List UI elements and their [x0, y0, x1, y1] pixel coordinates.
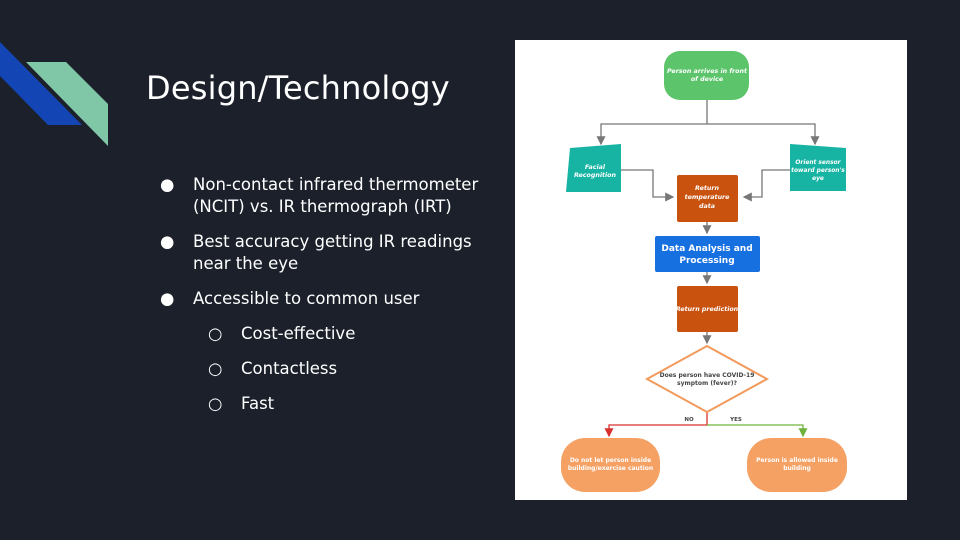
svg-text:NO: NO: [684, 417, 694, 423]
bullet-item: ● Best accuracy getting IR readings near…: [160, 231, 490, 275]
start-node-label: Person arrives in front: [667, 67, 748, 75]
deny-entry-label: Do not let person inside: [570, 457, 651, 464]
data-analysis-node: [655, 236, 760, 272]
return-temperature-node: [677, 175, 738, 222]
sub-bullet-item: ○ Fast: [160, 393, 490, 415]
connector-no-branch: [604, 412, 708, 438]
start-node-label: of device: [691, 76, 724, 83]
bullet-text: Accessible to common user: [193, 289, 420, 308]
bullet-dot-icon: ●: [160, 289, 175, 308]
svg-text:Return: Return: [695, 184, 719, 192]
bullet-dot-icon: ●: [160, 175, 175, 194]
decision-label: symptom (fever)?: [677, 380, 737, 387]
facial-recognition-label: Facial: [585, 164, 606, 171]
sub-bullet-text: Fast: [241, 394, 275, 413]
deny-entry-label: building/exercise caution: [568, 465, 653, 472]
yes-branch-label: YES: [729, 417, 742, 423]
sub-bullet-item: ○ Cost-effective: [160, 323, 490, 345]
svg-text:symptom (fever)?: symptom (fever)?: [677, 380, 737, 387]
data-analysis-label: Processing: [679, 256, 734, 266]
svg-text:building/exercise caution: building/exercise caution: [568, 465, 653, 472]
svg-text:eye: eye: [812, 176, 824, 182]
svg-text:toward person's: toward person's: [791, 168, 845, 174]
allow-entry-label: Person is allowed inside: [756, 457, 838, 464]
data-analysis-label: Data Analysis and: [661, 244, 752, 254]
svg-text:of device: of device: [691, 76, 724, 83]
bullet-list: ● Non-contact infrared thermometer (NCIT…: [160, 174, 490, 428]
svg-text:temperature: temperature: [685, 193, 731, 201]
svg-text:Do not let person inside: Do not let person inside: [570, 457, 651, 464]
allow-entry-label: building: [783, 465, 811, 472]
slide-title: Design/Technology: [146, 69, 450, 108]
return-prediction-node: [677, 286, 738, 332]
sub-bullet-text: Contactless: [241, 359, 338, 378]
orient-sensor-node: [790, 144, 846, 191]
connector-orient-to-return: [742, 169, 790, 202]
orient-sensor-label: Orient sensor: [795, 160, 841, 166]
svg-text:Facial: Facial: [585, 164, 606, 171]
svg-text:data: data: [699, 202, 715, 210]
bullet-dot-icon: ●: [160, 232, 175, 251]
sub-bullet-circle-icon: ○: [208, 324, 223, 343]
orient-sensor-label: eye: [812, 176, 824, 182]
return-temperature-label: temperature: [685, 193, 731, 201]
orient-sensor-label: toward person's: [791, 168, 845, 174]
chevron-blue-shape: [0, 42, 82, 125]
flowchart: Person arrives in front of device Facial…: [561, 51, 847, 492]
return-temperature-label: data: [699, 202, 715, 210]
svg-text:Person is allowed inside: Person is allowed inside: [756, 457, 838, 464]
connector-yes-branch: [707, 424, 808, 438]
svg-text:YES: YES: [729, 417, 742, 423]
connector-lines: [596, 100, 820, 345]
connector-to-orient: [707, 123, 820, 146]
sub-bullet-item: ○ Contactless: [160, 358, 490, 380]
connector-to-facial: [596, 123, 707, 146]
facial-recognition-node: [566, 144, 621, 192]
svg-text:Processing: Processing: [679, 256, 734, 266]
decision-node: [644, 344, 770, 414]
decorative-chevron: [0, 42, 108, 146]
bullet-text: Non-contact infrared thermometer (NCIT) …: [193, 175, 479, 216]
svg-text:Does person have COVID-19: Does person have COVID-19: [660, 372, 755, 379]
flowchart-panel: Person arrives in front of device Facial…: [515, 40, 907, 500]
svg-text:Return prediction: Return prediction: [676, 305, 739, 313]
return-prediction-label: Return prediction: [676, 305, 739, 313]
svg-text:Data Analysis and: Data Analysis and: [661, 244, 752, 254]
chevron-green-shape: [26, 62, 108, 146]
no-branch-label: NO: [684, 417, 694, 423]
facial-recognition-label: Recognition: [574, 171, 617, 179]
deny-entry-node: [561, 438, 660, 492]
return-temperature-label: Return: [695, 184, 719, 192]
sub-bullet-circle-icon: ○: [208, 359, 223, 378]
start-node: [664, 51, 749, 100]
svg-text:Recognition: Recognition: [574, 171, 617, 179]
allow-entry-node: [747, 438, 847, 492]
svg-text:Person arrives in front: Person arrives in front: [667, 67, 748, 75]
bullet-text: Best accuracy getting IR readings near t…: [193, 232, 472, 273]
svg-text:Orient sensor: Orient sensor: [795, 160, 841, 166]
bullet-item: ● Non-contact infrared thermometer (NCIT…: [160, 174, 490, 218]
svg-text:building: building: [783, 465, 811, 472]
sub-bullet-text: Cost-effective: [241, 324, 356, 343]
decision-label: Does person have COVID-19: [660, 372, 755, 379]
bullet-item: ● Accessible to common user: [160, 288, 490, 310]
connector-facial-to-return: [621, 169, 675, 202]
sub-bullet-circle-icon: ○: [208, 394, 223, 413]
